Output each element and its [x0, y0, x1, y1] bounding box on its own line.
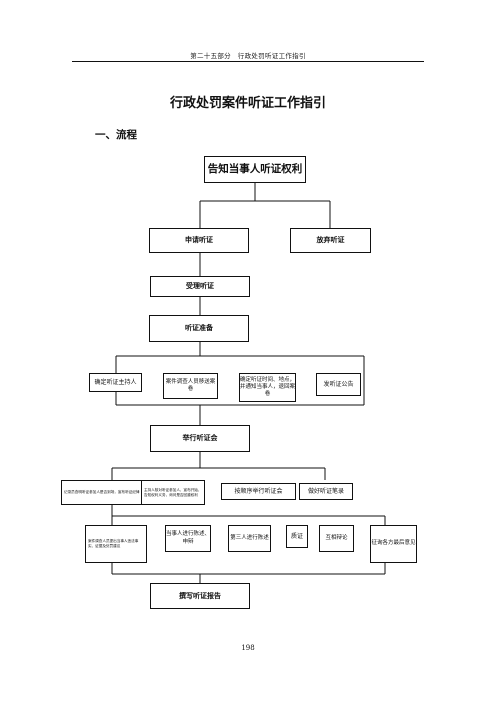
hearing-step-debate: 互相辩论	[319, 525, 354, 552]
step-hold-hearing: 举行听证会	[150, 425, 250, 452]
hold-step-record-minutes: 做好听证笔录	[299, 483, 353, 500]
step-waive-hearing: 放弃听证	[290, 228, 371, 253]
step-apply-hearing: 申请听证	[149, 228, 249, 253]
step-notify-hearing-rights: 告知当事人听证权利	[204, 156, 306, 183]
document-title: 行政处罚案件听证工作指引	[169, 96, 326, 111]
hearing-step-third-party-statement: 第三人进行陈述	[228, 525, 271, 552]
header-rule	[72, 61, 424, 62]
page-header: 第二十五部分 行政处罚听证工作指引	[190, 52, 306, 60]
prep-step-appoint-host: 确定听证主持人	[89, 373, 142, 392]
hearing-step-investigator-presents: 案件调查人员提出当事人违法事实、证据及处罚建议	[85, 525, 147, 563]
prep-step-schedule-notify: 确定听证时间、地点，并通知当事人，退回案卷	[239, 373, 296, 402]
section-heading: 一、流程	[95, 129, 137, 141]
page-number: 198	[241, 644, 255, 652]
hearing-step-party-statement: 当事人进行陈述、申辩	[165, 525, 211, 552]
hold-step-verify-attendance: 记录员查明听证参加人是否到场，宣布听证纪律	[61, 480, 156, 505]
prep-step-transfer-file: 案件调查人员移送案卷	[163, 373, 218, 399]
step-accept-hearing: 受理听证	[150, 276, 250, 297]
step-write-hearing-report: 撰写听证报告	[150, 583, 250, 609]
hold-step-host-opens: 主持人核对听证参加人，宣布开始，告知权利义务，询问是否回避权利	[141, 480, 205, 505]
hearing-step-final-opinions: 征询各方最后意见	[370, 525, 417, 563]
prep-step-issue-notice: 发听证公告	[316, 373, 361, 396]
step-hearing-preparation: 听证准备	[149, 315, 249, 342]
hold-step-conduct-in-order: 按顺序举行听证会	[221, 483, 296, 500]
hearing-step-cross-examination: 质证	[286, 525, 308, 548]
